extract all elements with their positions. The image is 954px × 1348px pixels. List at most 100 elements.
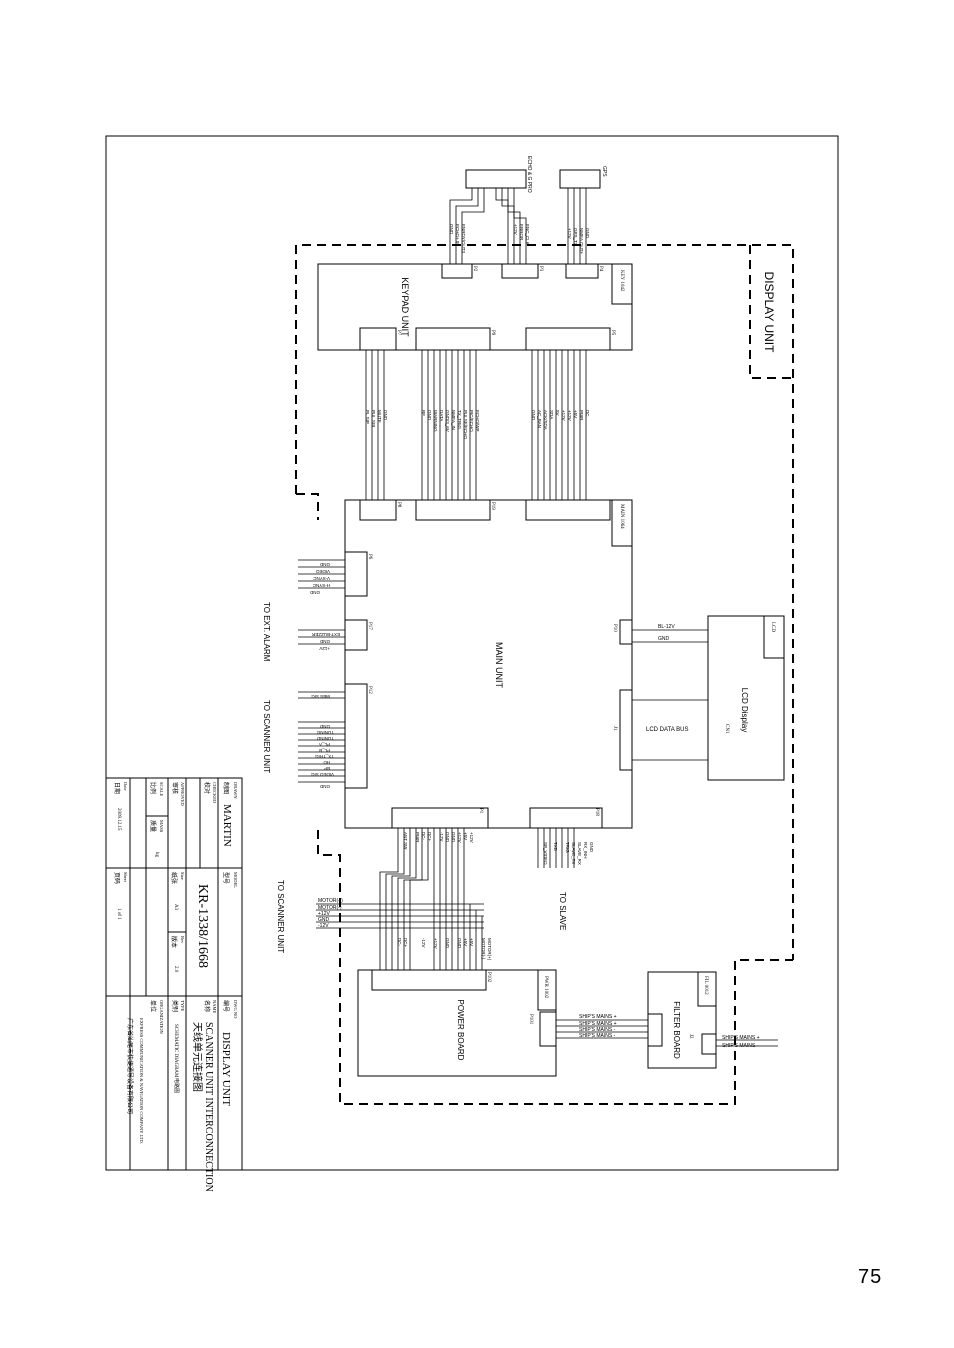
tb-label: Size [180,872,185,880]
net-label: RF [421,410,426,416]
tb-label: 质量 [149,820,157,832]
net-label: PL SIP [365,410,370,424]
connector-p18 [529,807,603,829]
gps-net-labels: +12V GPS_TX NMEA OUT+ GND [567,228,590,255]
net-label: -12V [318,923,329,929]
net-label: PWR [415,832,420,843]
keypad-unit-box [317,263,633,351]
title-block: DRAWN 制图 MARTIN CHECKED 校对 APPROVED 审核 S… [105,777,243,1192]
main-unit-box [344,499,633,829]
tb-label: MODEL [233,872,238,888]
connector-p2 [441,263,473,279]
tb-label: NAME [212,1000,217,1014]
power-board-label: POWER BOARD [456,1000,465,1061]
p18-labels: GND RX_INH SLAVE_RX SLAVE_TX TRIG TXD SP… [543,842,594,865]
bus-p9-p19 [421,350,477,500]
net-label: SHIP'S MAINS - [579,1027,616,1033]
net-label: TX_TRIG [457,410,462,430]
connector-p1-filter [647,1013,663,1047]
tb-value: DISPLAY UNIT [220,1032,232,1106]
net-label: VIDEO SIG [310,772,334,777]
net-label: GND [445,938,450,949]
net-label: GND [449,224,454,235]
tb-value: MARTIN [221,804,233,847]
net-label: -12V [421,938,426,948]
net-label: ACK/SDA [543,410,548,430]
filter-board-label: FILTER BOARD [672,1001,681,1059]
tb-label: ORGANIZATION [159,1000,164,1034]
connector-p11 [525,499,611,521]
tb-label: Sheet [123,872,128,883]
connector-p8 [359,499,397,521]
net-label: +12V [469,832,474,843]
tb-label: 名称 [203,1000,211,1012]
net-label: NMEA OUT+ [579,228,584,255]
p18-wires [537,828,575,868]
net-label: GND [589,842,594,853]
connector-label: P3 [538,266,543,272]
net-label: V-SYNC [312,576,330,581]
net-label: GND [319,562,330,567]
tb-label: TYPE [180,1000,185,1012]
net-label: SLAVE_TX [571,842,576,864]
net-label: +5V [463,938,468,946]
p1-wires [379,828,465,970]
connector-label: P12 [367,686,372,694]
net-label: TXD [553,842,558,852]
display-unit-label: DISPLAY UNIT [762,272,776,354]
motor-labels: MOTOR(+) MOTOR(-) +12V GND -12V [318,898,343,929]
filter-ref-label: FIL 0012 [703,976,708,995]
net-label: BP [324,766,330,771]
net-label: ECHO+ IN [455,224,460,245]
tb-label: APPROVED [180,782,185,807]
motor-drop-wires [469,904,483,970]
scanner-unit-label-2: TO SCANNER UNIT [276,880,285,953]
net-label: +5V [463,832,468,840]
tb-value: 2009.12.15 [116,808,121,831]
net-label: AC_BAN [537,410,542,428]
connector-label: P5 [610,330,615,336]
ext-alarm-label: TO EXT. ALARM [262,602,271,662]
net-label: EXT-BUZZER [311,632,340,637]
tb-value: KR-1338/1668 [195,884,210,968]
net-label: +12V [567,410,572,421]
net-label: +12V [319,646,330,651]
gps-connector [559,169,601,189]
net-label: GND [427,410,432,421]
echo-connector-label: ECHO & G PRO [526,156,532,193]
lcd-gnd-label: GND [658,636,670,642]
tb-label: 比例 [149,782,157,794]
net-label: ERROR [519,224,524,241]
net-label: +12V [318,911,330,917]
tb-value: 1 of 1 [116,908,121,920]
connector-label: P9 [490,330,495,336]
net-label: MOTOR(-) [318,905,342,911]
net-label: TUNING [316,730,334,735]
p17-wires [298,629,345,645]
mains-labels-power: SHIP'S MAINS + SHIP'S MAINS + SHIP'S MAI… [579,1014,617,1039]
net-label: HD [323,760,330,765]
p12-wires [298,691,345,783]
net-label: GND [319,724,330,729]
net-label: GND [383,410,388,421]
net-label: GND [319,639,330,644]
net-label: ANT SW [403,832,408,850]
net-label: +12V [561,410,566,421]
lcd-display-label: LCD Display [740,688,749,732]
net-label: ENRDY/OUT3 [461,224,466,254]
tb-label: 版本 [170,936,178,948]
tb-label: Rev [180,936,185,944]
motor-wires [316,903,484,929]
net-label: TRIG [565,842,570,853]
tb-value: 电路图 [173,1078,180,1093]
tb-label: 日期 [113,782,121,794]
tb-value: SCHEMATIC DIAGRAM [173,1024,178,1078]
tb-label: 编号 [222,1000,230,1012]
lcd-display-box [707,615,785,781]
net-label: TUNIND [316,736,334,741]
net-label: SHIP'S MAINS + [579,1014,617,1020]
tb-label: DRAWN [233,782,238,799]
connector-j1 [619,689,633,771]
net-label: DATA [439,410,444,421]
